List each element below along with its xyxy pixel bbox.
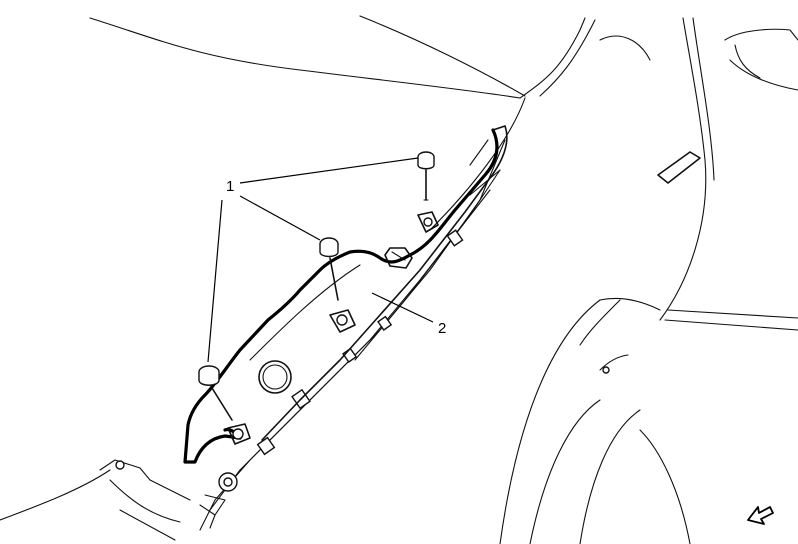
panel-fastener-receptacle — [329, 309, 356, 333]
push-pin-fastener — [417, 151, 435, 201]
callout-2-leader — [371, 292, 434, 323]
callout-1-leaders — [207, 157, 419, 363]
panel-fastener-receptacle — [417, 211, 439, 233]
vehicle-body — [0, 15, 798, 544]
push-pin-fastener — [198, 365, 233, 421]
panel-fastener-receptacle — [227, 423, 251, 445]
callout-label-1: 1 — [226, 178, 234, 195]
panel — [183, 125, 508, 464]
push-pin-fastener — [319, 237, 339, 301]
callout-label-2: 2 — [438, 320, 446, 337]
front-direction-arrow-icon — [747, 506, 774, 525]
